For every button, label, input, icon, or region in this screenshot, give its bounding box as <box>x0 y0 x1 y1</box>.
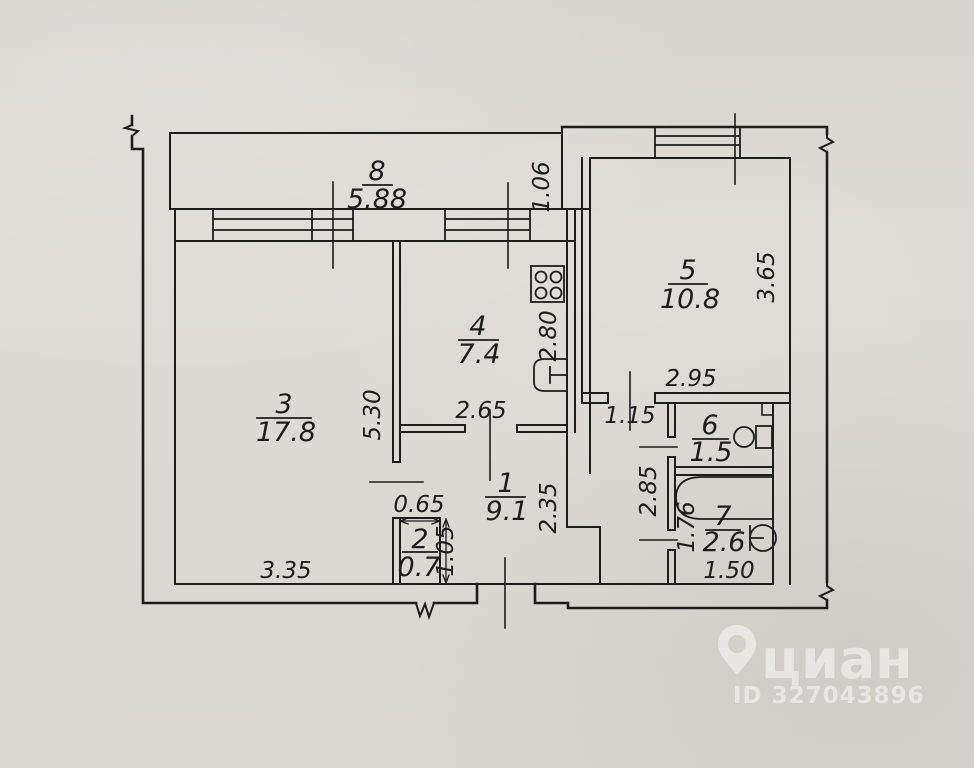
washbasin-icon <box>749 524 777 552</box>
room-1-area: 9.1 <box>486 496 529 527</box>
dim-kitchen-width: 2.65 <box>455 398 506 424</box>
dim-room5-width: 2.95 <box>665 366 716 392</box>
room-7-number: 7 <box>714 501 731 532</box>
closet-dim-arrows <box>399 517 450 584</box>
room-3-area: 17.8 <box>256 417 316 448</box>
door-opening-lines <box>332 113 736 629</box>
room-4-number: 4 <box>469 311 486 342</box>
window-room5-icon <box>654 126 741 159</box>
room-3-number: 3 <box>275 389 292 420</box>
dim-room5-height: 3.65 <box>754 251 780 302</box>
room-6-area: 1.5 <box>690 437 733 468</box>
cian-id-text: ID 327043896 <box>733 683 925 709</box>
dim-closet-height: 1.05 <box>433 525 459 576</box>
stove-icon <box>530 265 565 303</box>
room-6-number: 6 <box>701 410 718 441</box>
dim-room3-width: 3.35 <box>260 558 311 584</box>
kitchen-sink-icon <box>533 358 568 392</box>
dim-hall-height: 2.35 <box>536 482 562 533</box>
vent-shaft-icon <box>761 402 774 416</box>
cian-watermark: циан ID 327043896 <box>718 625 925 709</box>
room-8-number: 8 <box>368 156 385 187</box>
room-7-area: 2.6 <box>703 527 746 558</box>
dim-bathroom-width: 1.50 <box>703 558 754 584</box>
room-5-number: 5 <box>679 255 696 286</box>
room-4-area: 7.4 <box>458 339 501 370</box>
room-5-area: 10.8 <box>660 284 720 315</box>
dim-room3-height: 5.30 <box>360 389 386 440</box>
dim-closet-width: 0.65 <box>393 492 444 518</box>
room-label-underlines <box>256 184 741 553</box>
room-8-size: 5.88 <box>347 184 407 215</box>
interior-walls <box>169 126 791 585</box>
room-2-area: 0.7 <box>398 552 441 583</box>
cian-pin-icon <box>718 625 756 675</box>
cian-brand-text: циан <box>761 628 913 691</box>
room-1-number: 1 <box>497 468 514 499</box>
dim-kitchen-height: 2.80 <box>536 310 562 361</box>
dim-balcony-depth: 1.06 <box>529 161 555 212</box>
toilet-icon <box>733 425 773 449</box>
outer-wall <box>130 114 829 610</box>
dim-bathroom-height: 1.76 <box>674 501 700 552</box>
room-2-number: 2 <box>411 524 428 555</box>
dim-passage-width: 1.15 <box>604 403 655 429</box>
wall-break-icon <box>121 123 836 621</box>
bathtub-icon <box>675 476 774 520</box>
window-room3-icon <box>212 208 354 242</box>
window-kitchen-icon <box>444 208 531 242</box>
dim-passage-height: 2.85 <box>636 465 662 516</box>
